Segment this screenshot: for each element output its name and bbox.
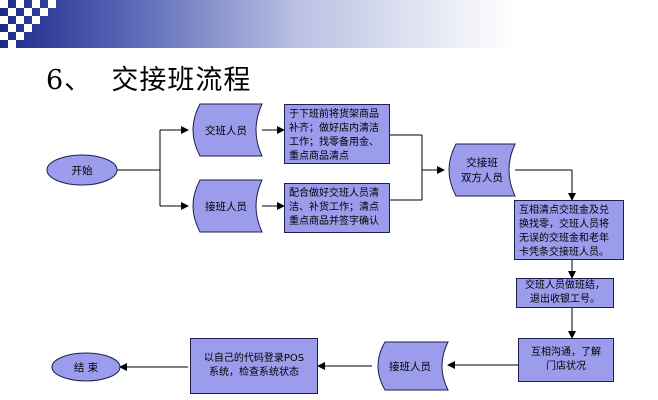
- page-title: 6、 交接班流程: [46, 65, 252, 96]
- header-banner: [0, 0, 658, 48]
- receiver-staff-node: 接班人员: [192, 179, 263, 233]
- receiver-tasks-line-2: 洁、补货工作；清点: [289, 202, 379, 213]
- end-node: 结 束: [51, 352, 121, 382]
- start-node: 开始: [46, 154, 118, 186]
- handover-shift-line-2: 退出收银工号。: [530, 294, 600, 305]
- receiver-staff-bottom-node: 接班人员: [377, 341, 449, 391]
- handover-shift-box: 交班人员做班结， 退出收银工号。: [516, 278, 614, 308]
- receiver-staff-label: 接班人员: [205, 200, 247, 213]
- handover-tasks-line-2: 补齐；做好店内清洁: [289, 123, 379, 134]
- receiver-tasks-line-1: 配合做好交班人员清: [289, 188, 379, 199]
- handover-tasks-box: 于下班前将货架商品 补齐；做好店内清洁 工作；找零备用金、 重点商品清点: [284, 104, 390, 164]
- handover-tasks-line-1: 于下班前将货架商品: [289, 109, 379, 120]
- start-label: 开始: [72, 164, 93, 177]
- count-cash-line-3: 无误的交班金和老年: [519, 233, 609, 244]
- communicate-line-1: 互相沟通，了解: [531, 347, 601, 358]
- receiver-tasks-box: 配合做好交班人员清 洁、补货工作；清点 重点商品并签字确认: [284, 183, 390, 233]
- handover-tasks-line-3: 工作；找零备用金、: [289, 137, 379, 148]
- count-cash-box: 互相清点交班金及兑 换找零，交班人员将 无误的交班金和老年 卡凭条交接班人员。: [514, 200, 624, 260]
- handover-tasks-line-4: 重点商品清点: [289, 151, 349, 162]
- receiver-staff-bottom-label: 接班人员: [389, 360, 431, 373]
- receiver-tasks-line-3: 重点商品并签字确认: [289, 216, 379, 227]
- count-cash-line-1: 互相清点交班金及兑: [519, 205, 609, 216]
- count-cash-line-2: 换找零，交班人员将: [519, 219, 609, 230]
- both-parties-node: 交接班 双方人员: [448, 143, 516, 197]
- handover-shift-line-1: 交班人员做班结，: [525, 280, 605, 291]
- communicate-box: 互相沟通，了解 门店状况: [518, 338, 614, 382]
- both-parties-line-2: 双方人员: [461, 171, 503, 184]
- checker-decoration: [0, 0, 64, 48]
- login-pos-line-2: 系统，检查系统状态: [209, 367, 299, 378]
- handover-staff-node: 交班人员: [192, 103, 263, 157]
- login-pos-line-1: 以自己的代码登录POS: [203, 353, 305, 364]
- end-label: 结 束: [74, 361, 99, 374]
- communicate-line-2: 门店状况: [546, 361, 586, 372]
- handover-staff-label: 交班人员: [205, 124, 247, 137]
- both-parties-line-1: 交接班: [466, 156, 498, 169]
- count-cash-line-4: 卡凭条交接班人员。: [519, 247, 609, 258]
- login-pos-box: 以自己的代码登录POS 系统，检查系统状态: [190, 338, 318, 394]
